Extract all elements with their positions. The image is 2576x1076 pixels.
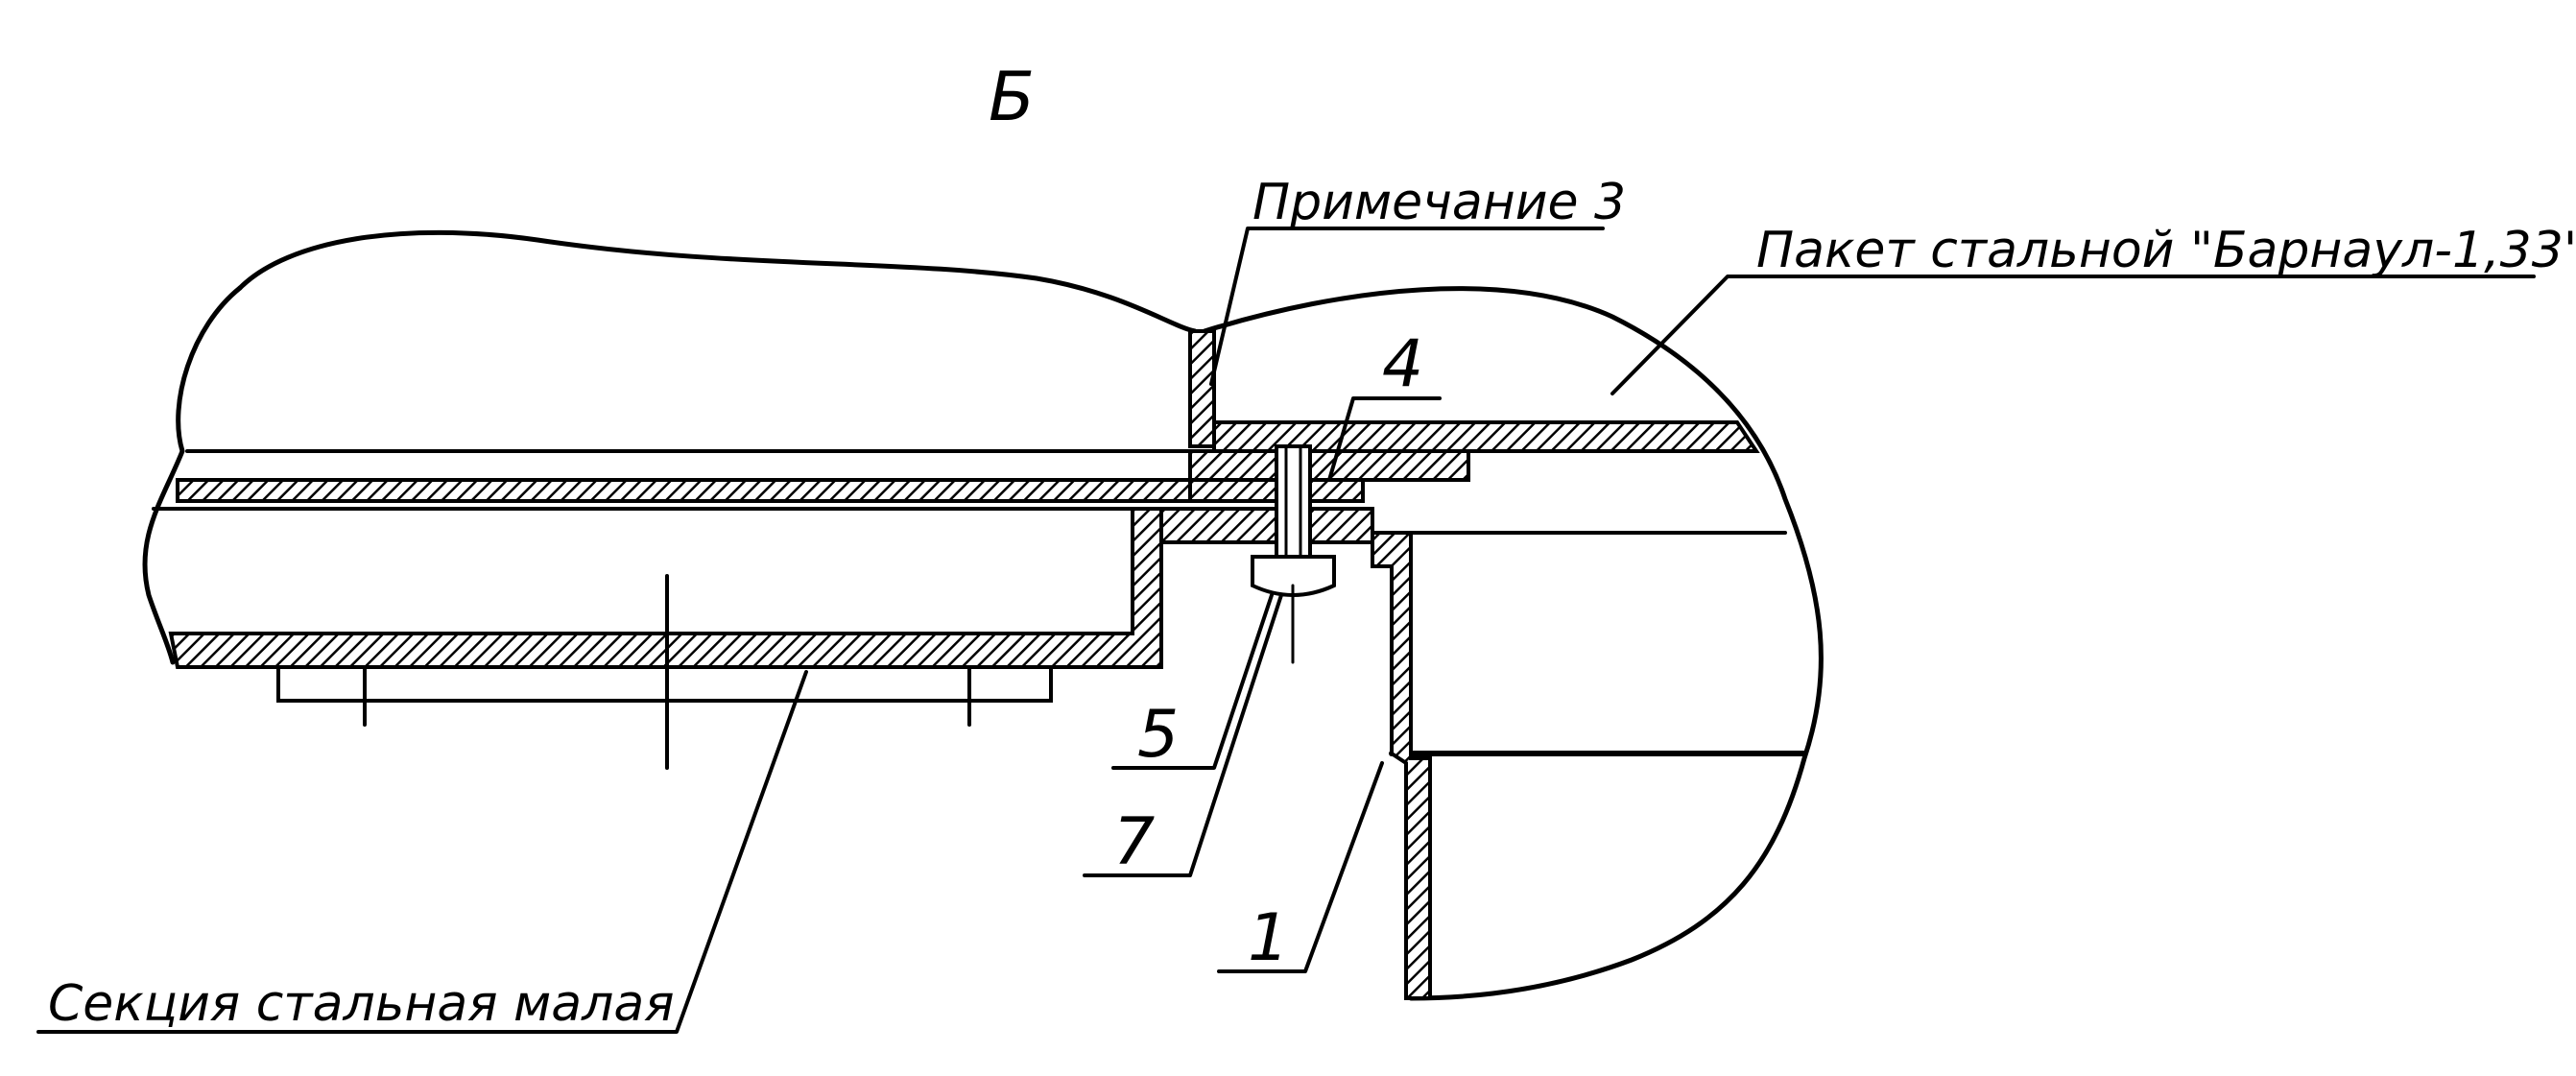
leader-1 — [1217, 761, 1384, 973]
package-web — [1371, 531, 1432, 1000]
leader-section — [36, 670, 808, 1034]
leader-note — [1209, 227, 1605, 386]
package-break-outline — [1202, 286, 1824, 1001]
package-label: Пакет стальной "Барнаул-1,33" — [1756, 222, 2576, 279]
leader-7 — [1083, 593, 1283, 877]
package-top-plate — [1212, 420, 1760, 453]
position-7-label: 7 — [1113, 804, 1155, 880]
section-break-left — [142, 285, 243, 665]
leader-4 — [1327, 396, 1442, 482]
note-label: Примечание 3 — [1252, 174, 1626, 231]
section-top-flange — [176, 478, 1197, 503]
section-label: Секция стальная малая — [48, 975, 675, 1033]
bolt-head — [1251, 555, 1336, 597]
position-5-label: 5 — [1137, 697, 1179, 773]
position-4-label: 4 — [1382, 326, 1423, 402]
leader-package — [1610, 275, 2536, 395]
gasket-lower — [1159, 507, 1374, 544]
view-label: Б — [989, 58, 1035, 136]
position-1-label: 1 — [1248, 900, 1289, 976]
section-base-strip — [276, 665, 1053, 703]
leader-5 — [1111, 593, 1274, 770]
section-break-outline — [237, 229, 1198, 334]
bolt-shank — [1275, 444, 1312, 563]
